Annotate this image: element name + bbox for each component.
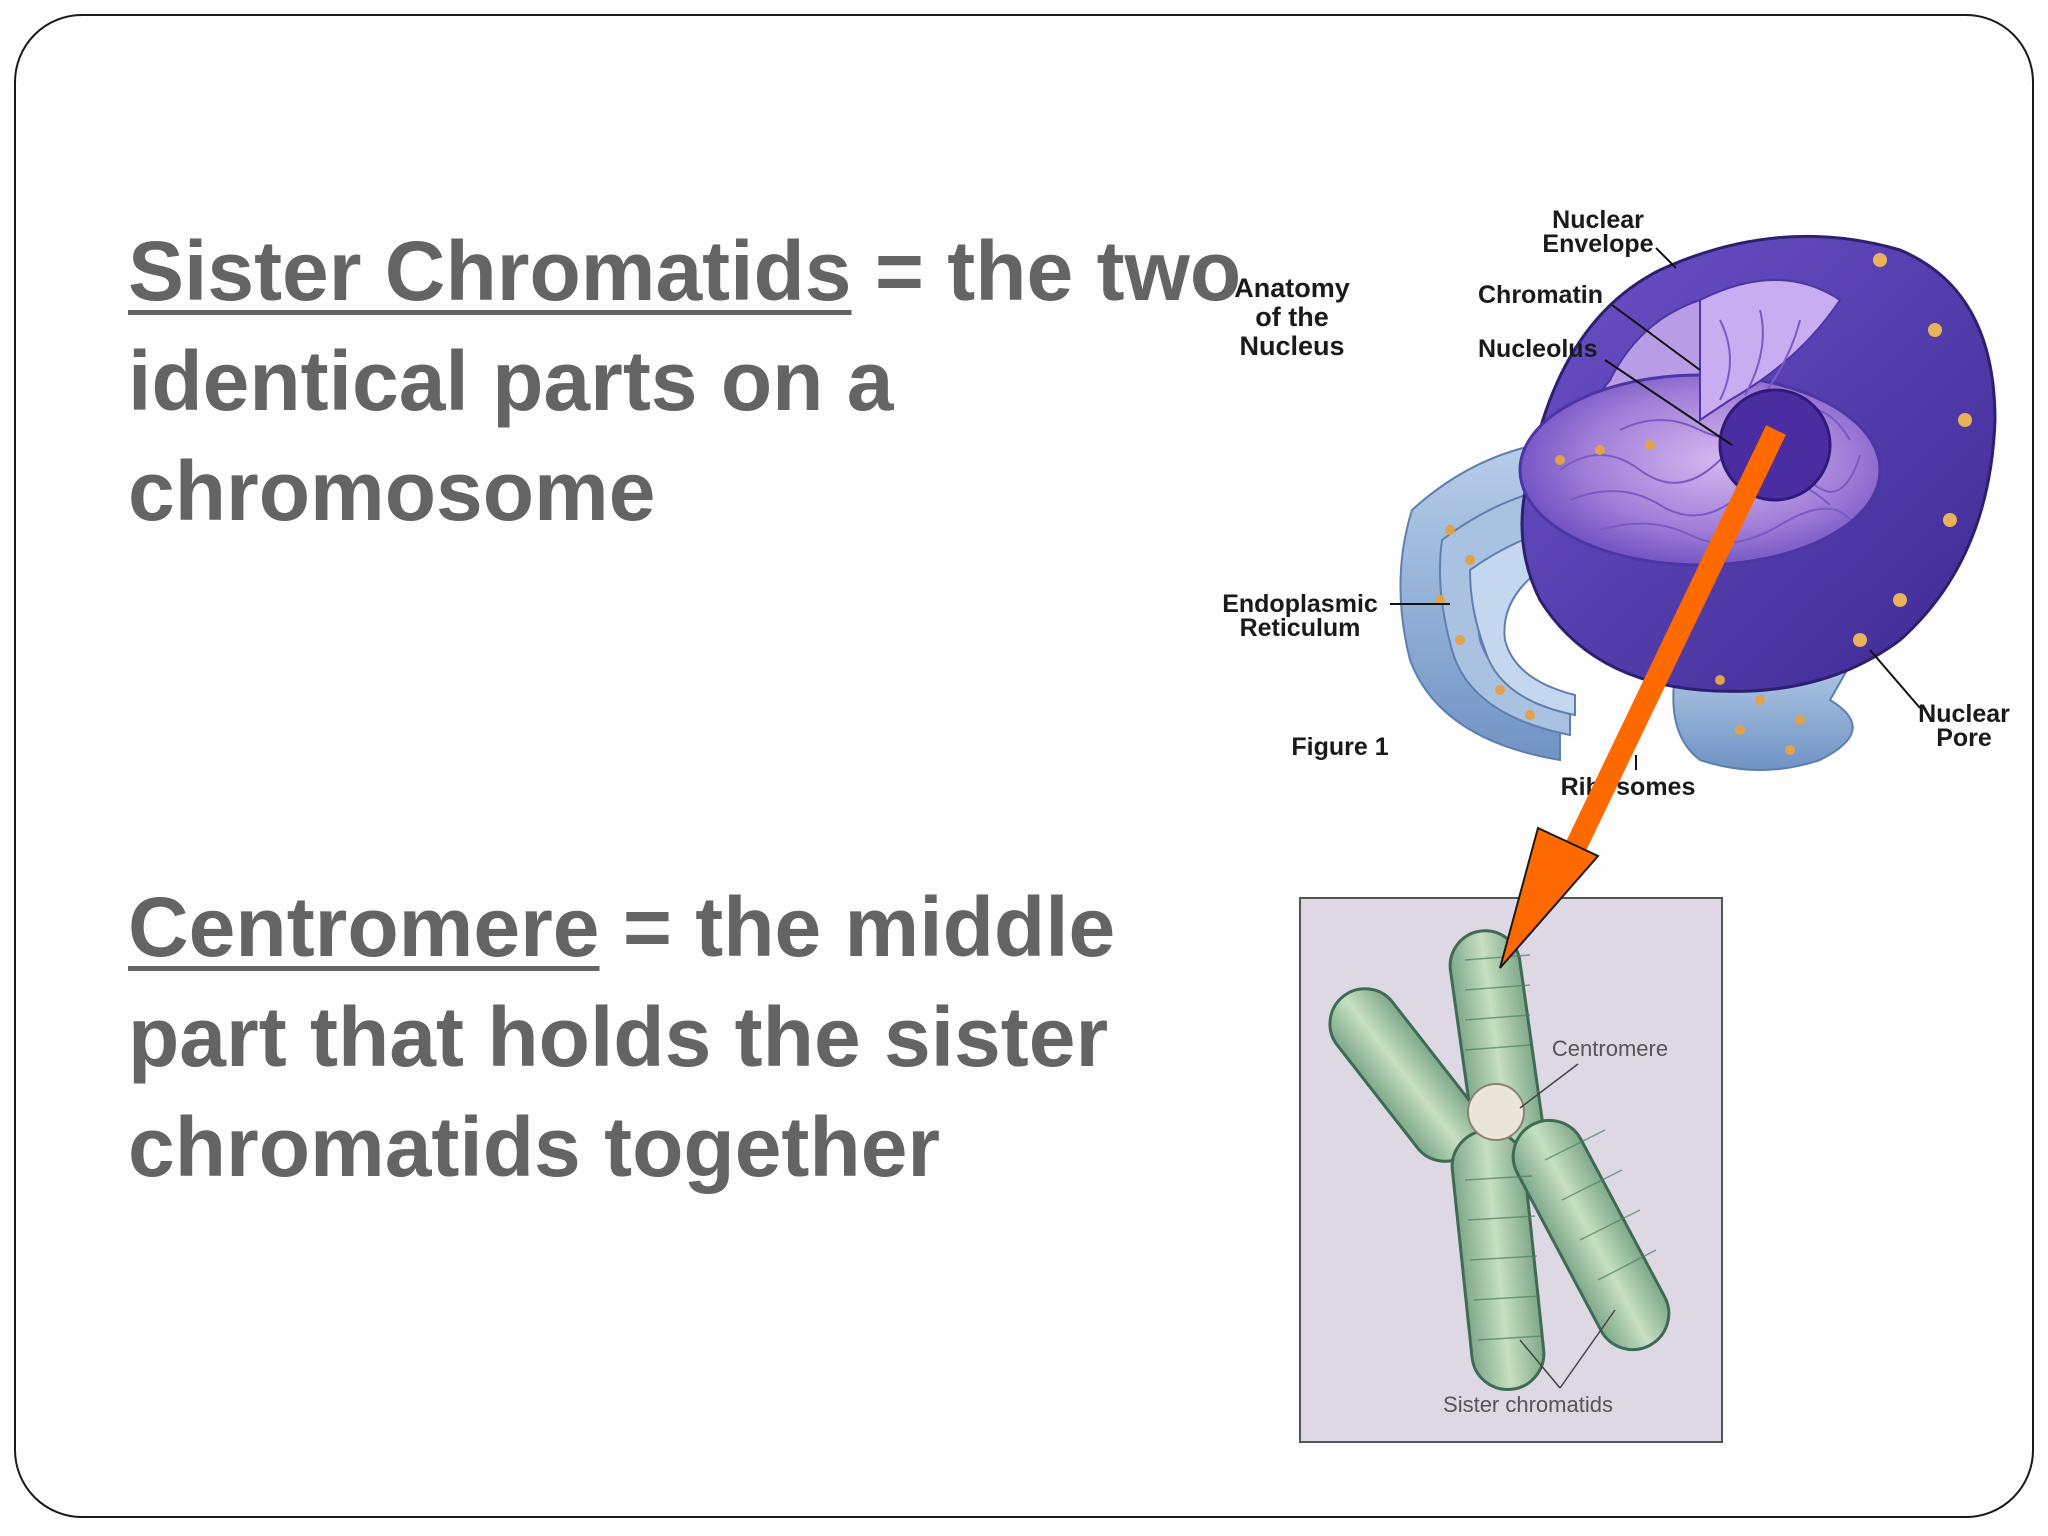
cutaway-face-back (1699, 279, 1842, 422)
centromere-definition: Centromere = the middle part that holds … (128, 872, 1248, 1202)
nuclear-pores (1853, 253, 1972, 647)
sister-chromatids-definition: Sister Chromatids = the two identical pa… (128, 216, 1248, 546)
label-nuclear-envelope-2: Envelope (1542, 230, 1653, 258)
leader-sister-chromatids-1 (1519, 1339, 1561, 1389)
centromere-term: Centromere (128, 880, 600, 974)
label-nuclear-pore-2: Pore (1936, 724, 1992, 752)
leader-nucleolus (1604, 359, 1733, 446)
nucleus-title-line2: of the (1255, 302, 1329, 332)
leader-chromatin (1611, 304, 1701, 371)
centromere-text: = the middle part that holds the sister … (128, 880, 1116, 1194)
label-er-2: Reticulum (1240, 614, 1361, 642)
pointer-arrow-head (1499, 826, 1600, 969)
chromatid-banding (1464, 954, 1657, 1341)
leader-nuclear-envelope (1655, 247, 1677, 269)
label-nuclear-pore-1: Nuclear (1918, 700, 2010, 728)
pointer-arrow-shaft (1544, 425, 1786, 897)
nucleus-title-line3: Nucleus (1239, 331, 1344, 361)
sister-chromatids-text: = the two identical parts on a chromosom… (128, 224, 1242, 538)
centromere (1467, 1083, 1525, 1141)
leader-sister-chromatids-2 (1559, 1309, 1616, 1389)
sister-chromatids-term: Sister Chromatids (128, 224, 852, 318)
leader-nuclear-pore (1869, 649, 1921, 709)
label-nucleolus: Nucleolus (1478, 335, 1597, 363)
leader-centromere (1519, 1063, 1579, 1109)
nucleus-caption: Figure 1 (1291, 733, 1388, 761)
label-ribosomes: Ribosomes (1561, 773, 1696, 801)
label-er-1: Endoplasmic (1222, 590, 1378, 618)
label-sister-chromatids: Sister chromatids (1443, 1392, 1613, 1417)
ribosome-dots (1435, 440, 1805, 755)
label-centromere: Centromere (1552, 1036, 1668, 1061)
label-nuclear-envelope-1: Nuclear (1552, 206, 1644, 234)
pointer-arrow (1499, 425, 1786, 969)
nucleus-title-line1: Anatomy (1234, 273, 1350, 303)
chromosome-figure: Centromere Sister chromatids (1299, 897, 1723, 1443)
nucleus-labels: Anatomy of the Nucleus Nuclear Envelope … (1222, 206, 2010, 801)
nucleus-illustration (1399, 234, 1997, 771)
label-chromatin: Chromatin (1478, 281, 1603, 309)
